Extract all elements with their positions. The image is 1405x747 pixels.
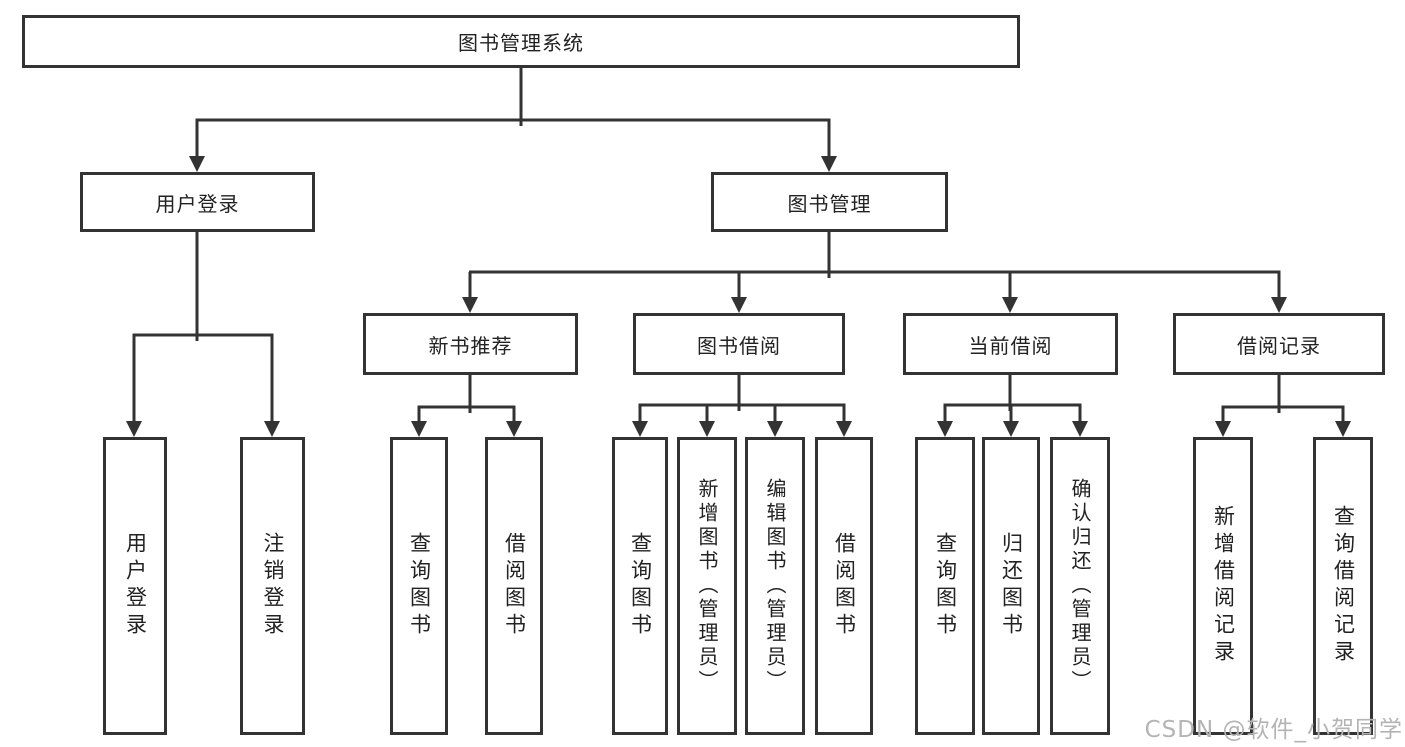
csdn-watermark: CSDN @软件_小贺同学 — [1144, 717, 1403, 743]
node-new-book-recommend: 新书推荐 — [363, 313, 578, 375]
leaf-borrow-books: 借阅图书 — [815, 437, 873, 735]
leaf-query-borrow-record: 查询借阅记录 — [1313, 437, 1373, 735]
leaf-user-login: 用户登录 — [103, 437, 167, 735]
leaf-logout: 注销登录 — [240, 437, 305, 735]
node-book-borrow: 图书借阅 — [633, 313, 845, 375]
leaf-add-borrow-record: 新增借阅记录 — [1193, 437, 1253, 735]
node-library-system: 图书管理系统 — [22, 15, 1020, 68]
leaf-edit-books-admin: 编辑图书（管理员） — [745, 437, 805, 735]
leaf-query-books-recommend: 查询图书 — [390, 437, 448, 735]
leaf-add-books-admin: 新增图书（管理员） — [677, 437, 737, 735]
leaf-borrow-books-recommend: 借阅图书 — [485, 437, 543, 735]
node-current-borrow: 当前借阅 — [903, 313, 1118, 375]
node-borrow-records: 借阅记录 — [1173, 313, 1385, 375]
leaf-return-books: 归还图书 — [982, 437, 1040, 735]
node-book-management: 图书管理 — [711, 172, 948, 232]
leaf-query-books-borrow: 查询图书 — [612, 437, 668, 735]
node-user-login: 用户登录 — [80, 172, 315, 232]
leaf-confirm-return-admin: 确认归还（管理员） — [1050, 437, 1110, 735]
leaf-query-books-current: 查询图书 — [915, 437, 975, 735]
